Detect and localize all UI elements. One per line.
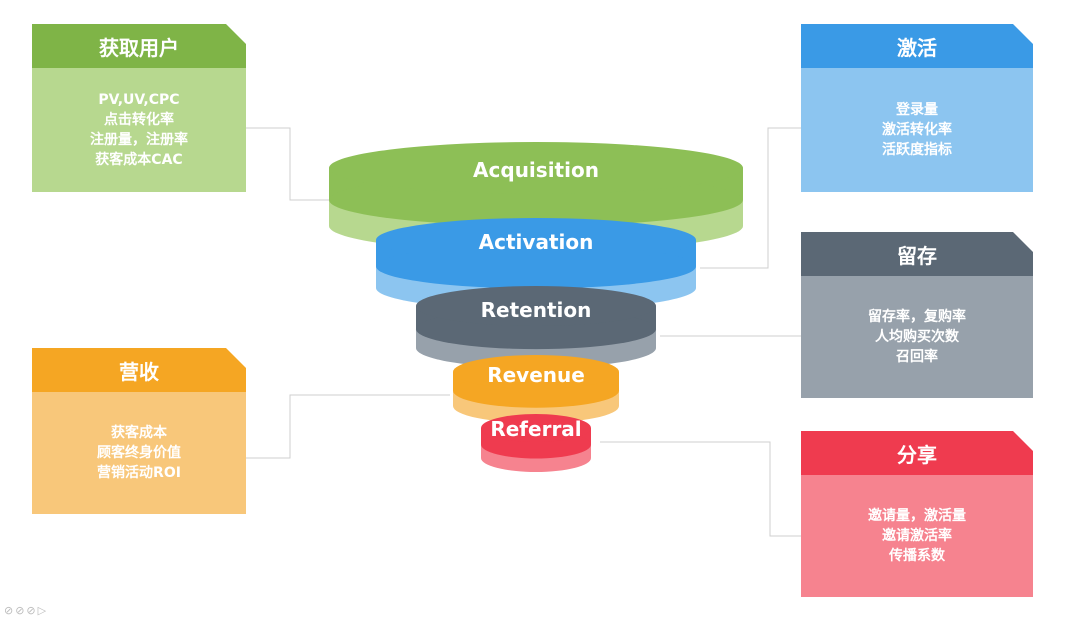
corner-fold-icon bbox=[226, 24, 246, 44]
funnel-label-acquisition: Acquisition bbox=[473, 158, 599, 182]
card-referral-line: 邀请量，激活量 bbox=[868, 508, 966, 524]
card-retention-header: 留存 bbox=[801, 232, 1033, 276]
card-referral-title: 分享 bbox=[897, 442, 937, 467]
connector-line bbox=[246, 394, 450, 459]
connector-line bbox=[600, 441, 801, 537]
card-activation-line: 激活转化率 bbox=[882, 122, 952, 138]
card-retention-body: 留存率，复购率 人均购买次数 召回率 bbox=[801, 276, 1033, 398]
slide-controls[interactable]: ⊘⊘⊘▷ bbox=[4, 604, 49, 617]
funnel-tier-top bbox=[329, 142, 743, 194]
card-acquisition-line: PV,UV,CPC bbox=[98, 92, 180, 108]
card-revenue: 营收 获客成本 顾客终身价值 营销活动ROI bbox=[32, 348, 246, 514]
card-acquisition-line: 注册量，注册率 bbox=[90, 132, 188, 148]
funnel-label-activation: Activation bbox=[478, 230, 594, 254]
connector-line bbox=[700, 127, 801, 269]
corner-fold-icon bbox=[1013, 232, 1033, 252]
corner-fold-icon bbox=[1013, 24, 1033, 44]
card-activation: 激活 登录量 激活转化率 活跃度指标 bbox=[801, 24, 1033, 192]
card-activation-header: 激活 bbox=[801, 24, 1033, 68]
connector-lines bbox=[246, 127, 801, 537]
card-acquisition: 获取用户 PV,UV,CPC 点击转化率 注册量，注册率 获客成本CAC bbox=[32, 24, 246, 192]
card-referral: 分享 邀请量，激活量 邀请激活率 传播系数 bbox=[801, 431, 1033, 597]
funnel-tier-top bbox=[481, 414, 591, 442]
card-acquisition-title: 获取用户 bbox=[99, 35, 179, 60]
card-activation-body: 登录量 激活转化率 活跃度指标 bbox=[801, 68, 1033, 192]
card-referral-line: 邀请激活率 bbox=[882, 528, 952, 544]
funnel-tier-referral bbox=[481, 414, 591, 472]
card-revenue-header: 营收 bbox=[32, 348, 246, 392]
funnel-tier-top bbox=[453, 355, 619, 389]
funnel-tiers bbox=[329, 142, 743, 472]
card-activation-line: 活跃度指标 bbox=[882, 142, 952, 158]
funnel-tier-top bbox=[416, 286, 656, 326]
card-revenue-line: 获客成本 bbox=[111, 425, 167, 441]
card-acquisition-line: 点击转化率 bbox=[104, 112, 174, 128]
card-revenue-line: 顾客终身价值 bbox=[97, 445, 181, 461]
funnel-tier-retention bbox=[416, 286, 656, 368]
card-activation-title: 激活 bbox=[897, 35, 937, 60]
corner-fold-icon bbox=[226, 348, 246, 368]
funnel-label-referral: Referral bbox=[490, 417, 582, 441]
funnel-tier-revenue bbox=[453, 355, 619, 423]
corner-fold-icon bbox=[1013, 431, 1033, 451]
funnel-label-revenue: Revenue bbox=[487, 363, 585, 387]
card-retention-line: 人均购买次数 bbox=[875, 329, 959, 345]
funnel-label-retention: Retention bbox=[480, 298, 592, 322]
card-retention-line: 召回率 bbox=[896, 349, 938, 365]
connector-line bbox=[246, 127, 330, 201]
card-acquisition-line: 获客成本CAC bbox=[95, 152, 183, 168]
card-referral-body: 邀请量，激活量 邀请激活率 传播系数 bbox=[801, 475, 1033, 597]
card-acquisition-header: 获取用户 bbox=[32, 24, 246, 68]
card-referral-header: 分享 bbox=[801, 431, 1033, 475]
card-retention: 留存 留存率，复购率 人均购买次数 召回率 bbox=[801, 232, 1033, 398]
card-revenue-line: 营销活动ROI bbox=[97, 465, 181, 481]
card-retention-title: 留存 bbox=[897, 243, 937, 268]
card-revenue-body: 获客成本 顾客终身价值 营销活动ROI bbox=[32, 392, 246, 514]
card-retention-line: 留存率，复购率 bbox=[868, 309, 966, 325]
card-acquisition-body: PV,UV,CPC 点击转化率 注册量，注册率 获客成本CAC bbox=[32, 68, 246, 192]
card-activation-line: 登录量 bbox=[896, 102, 938, 118]
card-referral-line: 传播系数 bbox=[889, 548, 945, 564]
card-revenue-title: 营收 bbox=[119, 359, 159, 384]
funnel-tier-top bbox=[376, 218, 696, 262]
